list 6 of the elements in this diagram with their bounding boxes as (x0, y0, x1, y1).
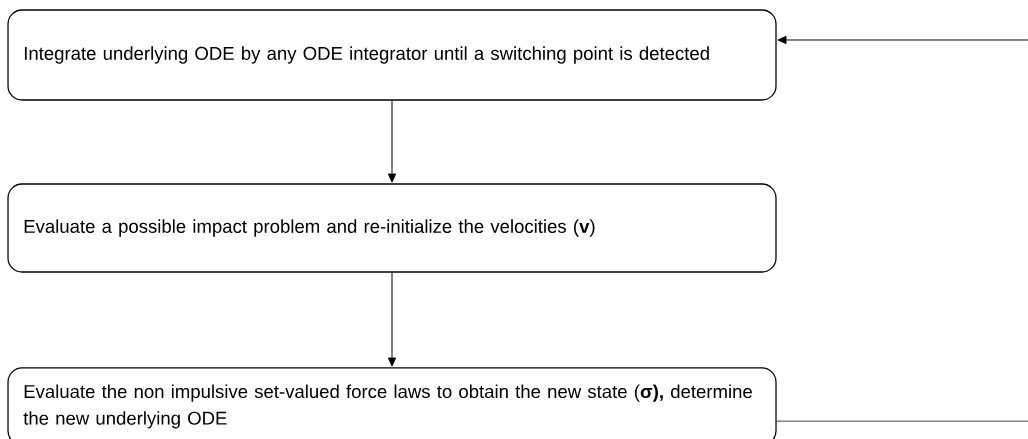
process-box: Integrate underlying ODE by any ODE integrator until a switching point is detected (7, 9, 777, 101)
arrow (387, 100, 397, 183)
process-box: Evaluate a possible impact problem and re-initialize the velocities (v) (7, 183, 777, 273)
arrow (387, 272, 397, 367)
arrow (777, 35, 1028, 45)
process-box: Evaluate the non impulsive set-valued force laws to obtain the new state (σ), determine the new underlying ODE (7, 367, 777, 439)
